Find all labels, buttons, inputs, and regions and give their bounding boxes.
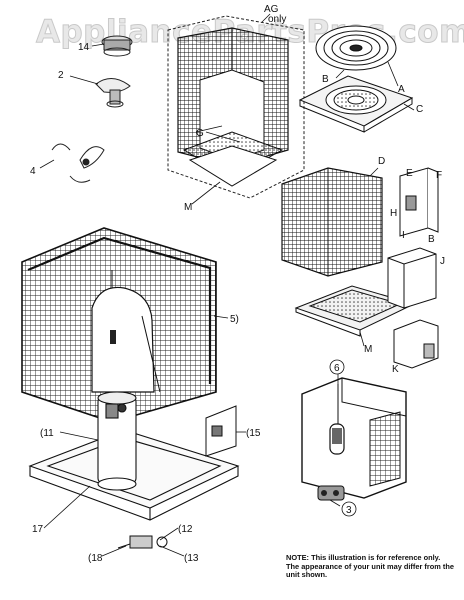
lower-cabinet-6-3 xyxy=(301,377,407,501)
callout-15: (15 xyxy=(246,428,261,439)
callout-M-top: M xyxy=(184,202,192,213)
fan-guard-A xyxy=(315,25,397,71)
callout-C: C xyxy=(416,104,423,115)
callout-11: (11 xyxy=(40,428,54,439)
part-2-motor xyxy=(95,78,131,108)
valve-15 xyxy=(205,405,237,457)
callout-K: K xyxy=(392,364,399,375)
valve-12-18-13 xyxy=(117,535,168,549)
bracket-K xyxy=(393,319,439,369)
callout-F: F xyxy=(436,170,442,181)
leader-lines xyxy=(39,13,415,557)
callout-5: 5) xyxy=(230,314,239,325)
top-panel-C xyxy=(298,75,414,133)
callout-circles xyxy=(329,359,357,517)
main-coil-cabinet-5 xyxy=(21,227,217,423)
callout-3: 3 xyxy=(346,505,352,516)
base-pan-M-right xyxy=(294,285,416,337)
callout-M-right: M xyxy=(364,344,372,355)
control-box-J xyxy=(387,247,437,309)
callout-A: A xyxy=(398,84,405,95)
callout-17: 17 xyxy=(32,524,44,535)
callout-B2: B xyxy=(428,234,435,245)
callout-G: G xyxy=(196,128,204,139)
callout-only: only xyxy=(268,14,286,25)
callout-13: (13 xyxy=(184,553,199,564)
top-coil-assembly xyxy=(177,27,289,187)
control-panel-EF xyxy=(399,167,439,237)
ag-boundary xyxy=(167,15,305,199)
callout-I: I xyxy=(402,230,405,241)
callout-18: (18 xyxy=(88,553,103,564)
callout-4: 4 xyxy=(30,166,36,177)
part-4-fan-blade xyxy=(51,143,105,183)
callout-labels: 14 2 4 5) (11 (15 17 (12 (18 (13 6 3 AG … xyxy=(30,4,445,564)
callout-12: (12 xyxy=(178,524,193,535)
callout-14: 14 xyxy=(78,42,90,53)
note-label: NOTE: xyxy=(286,553,309,562)
note-text: This illustration is for reference only.… xyxy=(286,553,454,580)
callout-H: H xyxy=(390,208,397,219)
callout-J: J xyxy=(440,256,445,267)
compressor-11 xyxy=(97,391,137,491)
reference-note: NOTE: This illustration is for reference… xyxy=(286,553,454,580)
part-14-fan-motor xyxy=(101,35,133,57)
callout-2: 2 xyxy=(58,70,64,81)
coil-D xyxy=(281,167,383,277)
callout-D: D xyxy=(378,156,385,167)
callout-AG: AG xyxy=(264,4,279,15)
callout-6: 6 xyxy=(334,363,340,374)
callout-E: E xyxy=(406,168,413,179)
callout-B: B xyxy=(322,74,329,85)
